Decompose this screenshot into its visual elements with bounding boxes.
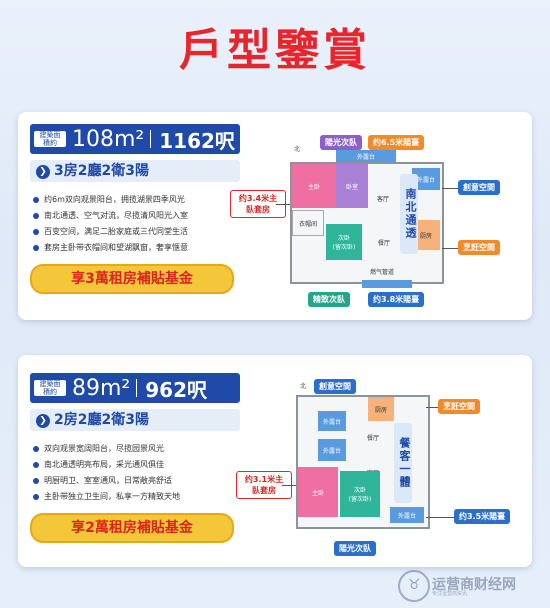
area-box: 建築面積約 89m² 962呎	[30, 373, 240, 403]
bull-logo-icon: ♉	[398, 570, 430, 602]
room-second: 次卧 (留次卧)	[340, 471, 380, 517]
list-item: 主卧带独立卫生间，私享一方精致天地	[30, 489, 240, 505]
room-bedroom: 卧室	[336, 164, 368, 208]
compass-north: 北	[300, 383, 307, 390]
watermark-sub: 专注运营商资讯	[432, 591, 468, 597]
tag-kitchen: 烹飪空間	[438, 399, 480, 414]
area-sqm: 108m²	[72, 126, 145, 152]
room-balcony: 外露台	[318, 439, 346, 461]
room-balcony: 外露台	[336, 150, 396, 162]
divider	[150, 130, 152, 148]
area-box: 建築面積約 108m² 1162呎	[30, 124, 240, 154]
compass-north: 北	[294, 146, 301, 153]
room-dining: 餐厅	[366, 434, 379, 442]
room-master: 主卧	[298, 467, 338, 517]
watermark-text: 运营商财经网	[432, 577, 516, 593]
list-item: 明厨明卫、室室通风，日常敞亮舒适	[30, 473, 240, 489]
unit-card-108: 建築面積約 108m² 1162呎 ❯ 3房2廳2衛3陽 约6m双向观景阳台，拥揽…	[18, 112, 532, 320]
tag-fine-room: 精致次臥	[308, 292, 350, 307]
leader-line	[426, 517, 454, 518]
room-closet: 衣帽间	[292, 210, 324, 236]
ns-label: 南北通透	[400, 174, 418, 254]
leader-line	[282, 485, 296, 486]
tag-balcony-top: 约6.5米陽臺	[368, 135, 425, 150]
room-balcony	[362, 280, 412, 288]
page-title: 戶型鑒賞	[179, 25, 371, 76]
tag-balcony-bottom: 约3.8米陽臺	[368, 292, 425, 307]
subsidy-banner: 享2萬租房補貼基金	[30, 513, 234, 543]
ns-label: 餐客一體	[394, 423, 412, 503]
watermark: ♉ 运营商财经网 专注运营商资讯	[398, 568, 538, 602]
room-second: 次卧 (留次卧)	[326, 224, 362, 260]
feature-list: 约6m双向观景阳台，拥揽湖景四季风光 南北通透、空气对流，尽揽清风阳光入室 百变…	[30, 192, 240, 256]
room-living: 客厅	[376, 195, 389, 203]
room-balcony: 外露台	[318, 411, 346, 431]
list-item: 南北通透、空气对流，尽揽清风阳光入室	[30, 208, 240, 224]
layout-text: 3房2廳2衛3陽	[54, 163, 149, 179]
subsidy-banner: 享3萬租房補貼基金	[30, 264, 234, 294]
room-balcony: 外露台	[390, 507, 424, 523]
layout-badge: ❯ 2房2廳2衛3陽	[30, 409, 240, 431]
tag-kitchen: 烹飪空間	[458, 240, 500, 255]
tag-balcony: 约3.5米陽臺	[454, 509, 511, 524]
area-sqft: 1162呎	[159, 128, 235, 153]
chevron-right-icon: ❯	[36, 414, 50, 428]
tag-sun-room: 陽光次臥	[334, 541, 376, 556]
room-gas: 燃气管道	[369, 268, 394, 276]
list-item: 百变空间，满足二胎家庭或三代同堂生活	[30, 224, 240, 240]
list-item: 约6m双向观景阳台，拥揽湖景四季风光	[30, 192, 240, 208]
area-sqm: 89m²	[72, 375, 131, 401]
room-balcony: 外露台	[412, 168, 440, 190]
tag-master-text: 约3.1米主臥套房	[244, 475, 284, 495]
layout-badge: ❯ 3房2廳2衛3陽	[30, 160, 240, 182]
unit-info: 建築面積約 89m² 962呎 ❯ 2房2廳2衛3陽 双向观景宽阔阳台，尽揽园景风…	[30, 373, 240, 543]
leader-line	[276, 204, 290, 205]
layout-text: 2房2廳2衛3陽	[54, 412, 149, 428]
leader-line	[426, 407, 438, 408]
area-sqft: 962呎	[145, 377, 207, 402]
tag-creative: 創意空間	[314, 379, 356, 394]
area-label: 建築面積約	[34, 131, 66, 147]
room-kitchen: 厨房	[368, 397, 394, 421]
list-item: 双向观景宽阔阳台，尽揽园景风光	[30, 441, 240, 457]
unit-info: 建築面積約 108m² 1162呎 ❯ 3房2廳2衛3陽 约6m双向观景阳台，拥揽…	[30, 124, 240, 294]
tag-sun-room: 陽光次臥	[320, 135, 362, 150]
tag-master-text: 约3.4米主臥套房	[238, 194, 278, 214]
tag-creative: 創意空間	[458, 180, 500, 195]
room-master: 主卧	[292, 164, 336, 208]
divider	[136, 379, 138, 397]
feature-list: 双向观景宽阔阳台，尽揽园景风光 南北通透明亮布局，采光通风俱佳 明厨明卫、室室通…	[30, 441, 240, 505]
floor-plan: 主卧 卧室 客厅 衣帽间 次卧 (留次卧) 餐厅 厨房 外露台 外露台 燃气管道…	[290, 150, 444, 288]
area-label: 建築面積約	[34, 380, 66, 396]
leader-line	[442, 188, 458, 189]
list-item: 南北通透明亮布局，采光通风俱佳	[30, 457, 240, 473]
list-item: 套房主卧带衣帽间和望湖飘窗，奢享惬意	[30, 240, 240, 256]
floor-plan: 外露台 厨房 外露台 餐厅 客厅 主卧 次卧 (留次卧) 外露台 餐客一體	[296, 395, 430, 529]
unit-card-89: 建築面積約 89m² 962呎 ❯ 2房2廳2衛3陽 双向观景宽阔阳台，尽揽园景风…	[18, 355, 532, 567]
room-dining: 餐厅	[377, 239, 390, 247]
tag-master: 约3.4米主臥套房	[230, 190, 286, 218]
leader-line	[442, 248, 458, 249]
chevron-right-icon: ❯	[36, 165, 50, 179]
